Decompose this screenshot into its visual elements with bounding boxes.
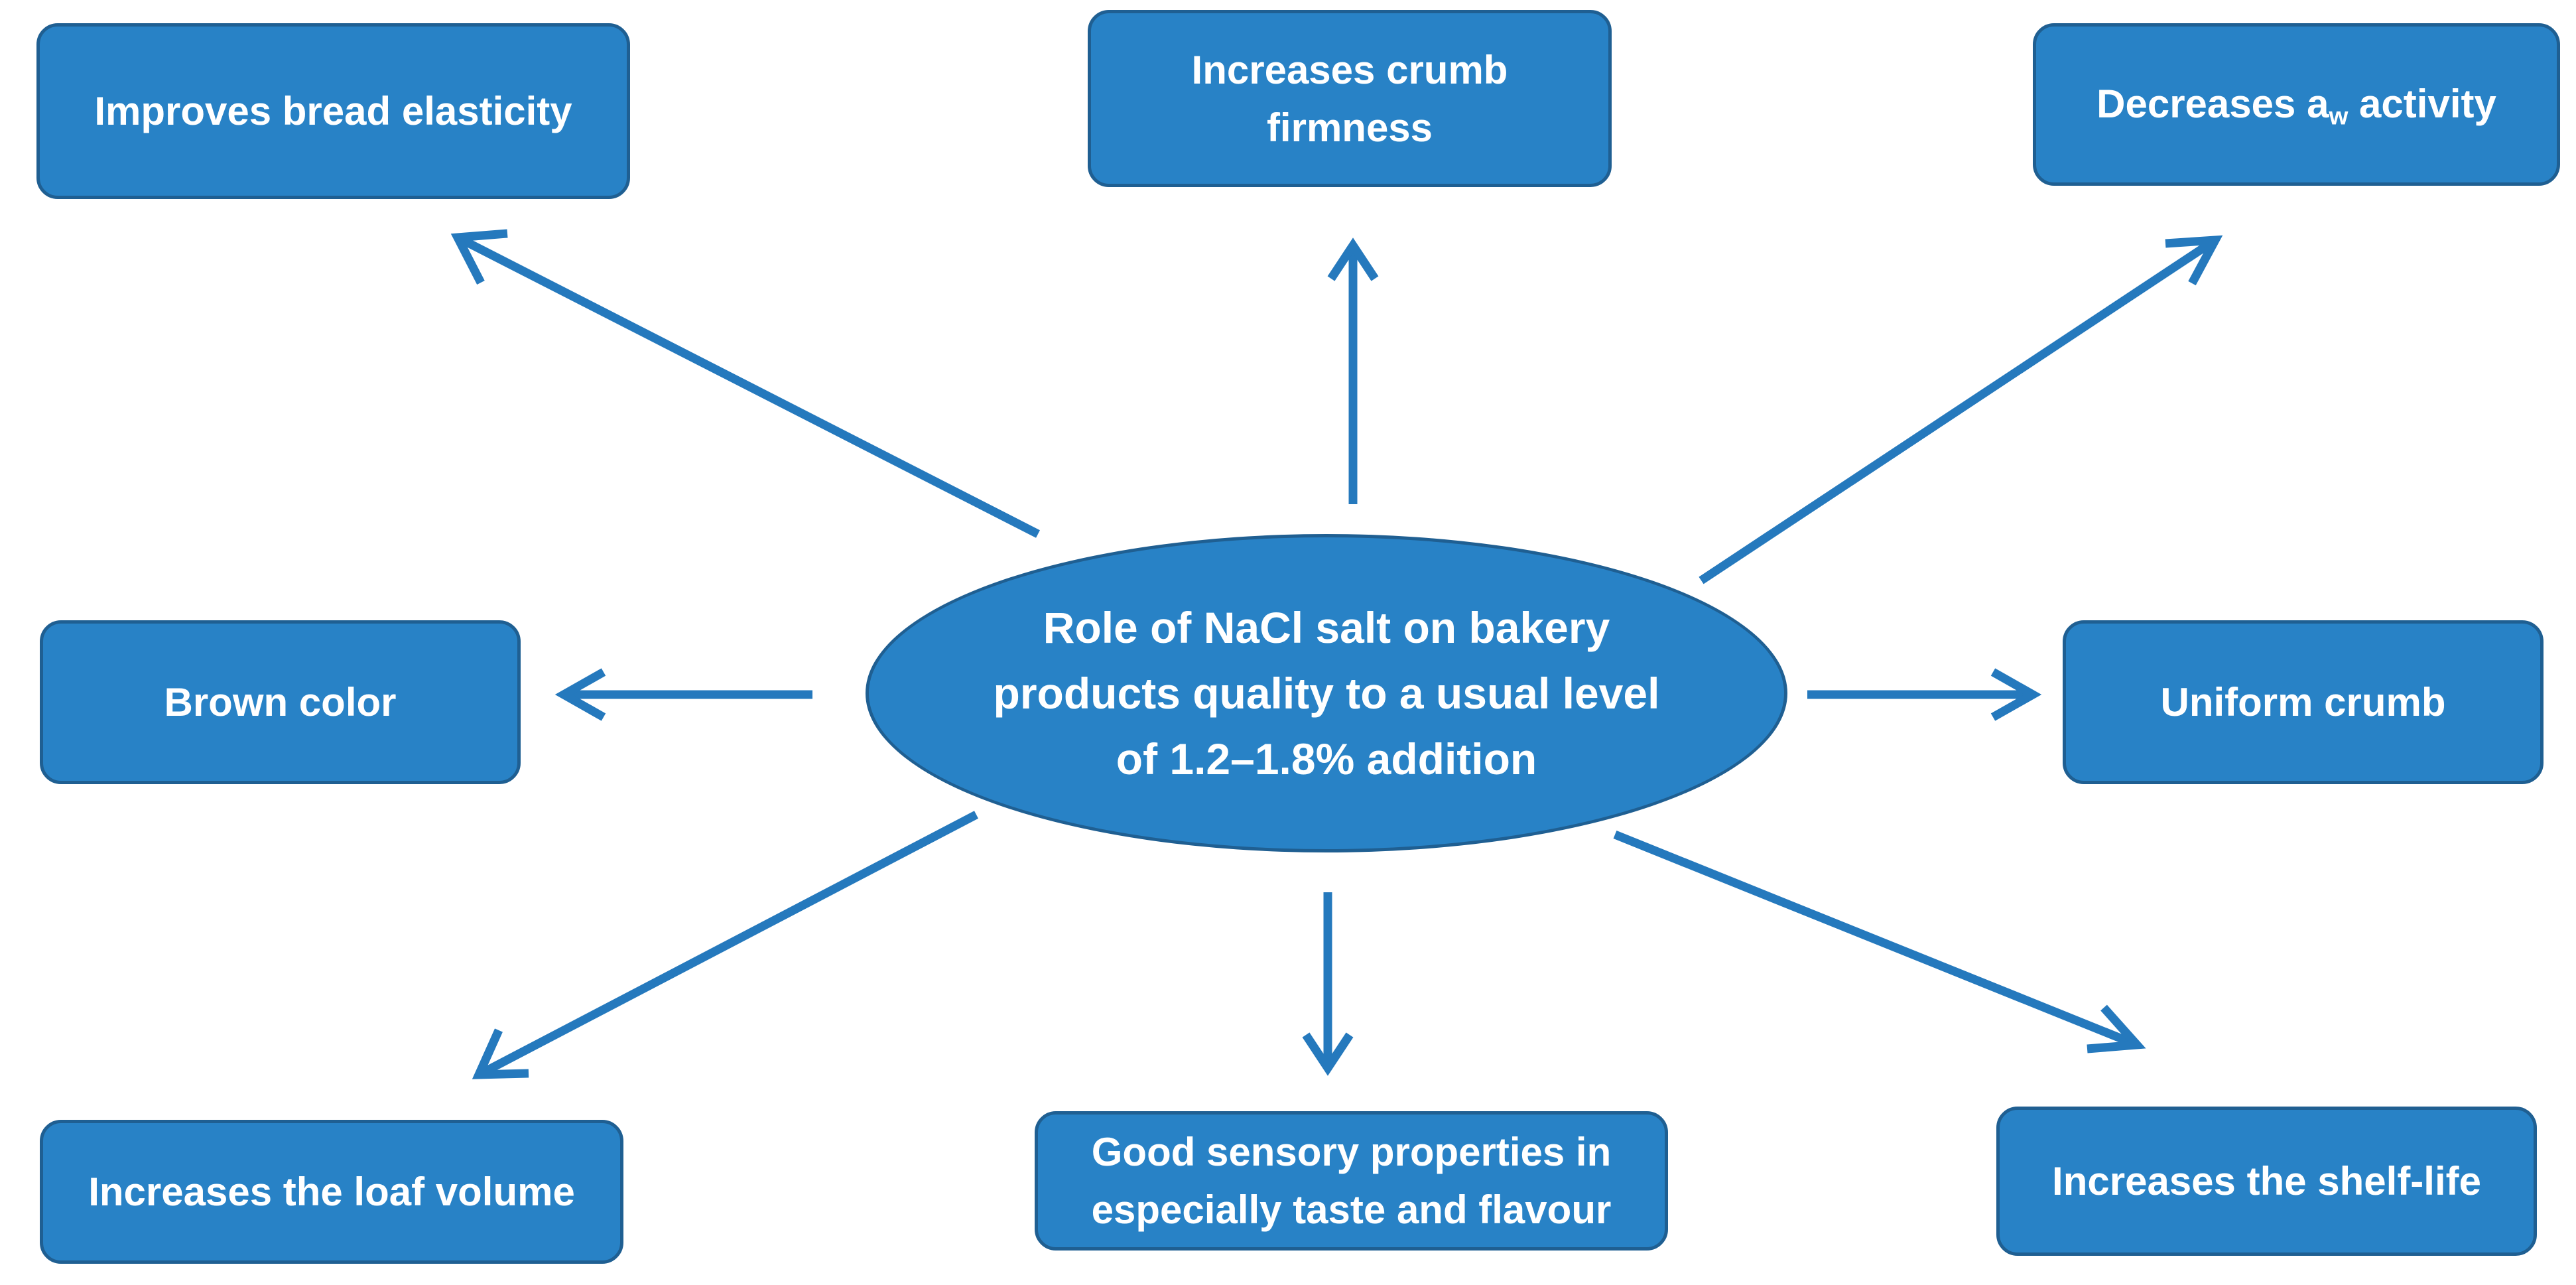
- aw-suffix: activity: [2348, 81, 2496, 126]
- central-topic-text: Role of NaCl salt on bakery products qua…: [993, 602, 1660, 783]
- central-topic-ellipse: Role of NaCl salt on bakery products qua…: [866, 534, 1787, 852]
- arrow-to-brown-color: [554, 668, 812, 721]
- box-loaf-volume: Increases the loaf volume: [40, 1120, 623, 1264]
- arrow-to-firmness: [1327, 237, 1379, 504]
- box-decreases-aw: Decreases aw activity: [2033, 23, 2560, 186]
- box-uniform-crumb-text: Uniform crumb: [2160, 680, 2446, 724]
- arrow-to-uniform-crumb: [1807, 668, 2042, 721]
- box-crumb-firmness: Increases crumb firmness: [1088, 10, 1612, 187]
- box-shelf-life: Increases the shelf-life: [1996, 1107, 2537, 1256]
- arrow-to-aw-activity: [1699, 235, 2223, 584]
- box-crumb-firmness-text: Increases crumb firmness: [1191, 47, 1508, 150]
- box-loaf-volume-text: Increases the loaf volume: [88, 1170, 575, 1214]
- box-improves-elasticity-text: Improves bread elasticity: [94, 89, 572, 133]
- box-shelf-life-text: Increases the shelf-life: [2052, 1159, 2481, 1203]
- box-brown-color: Brown color: [40, 620, 521, 784]
- box-sensory-properties: Good sensory properties in especially ta…: [1035, 1111, 1668, 1251]
- box-uniform-crumb: Uniform crumb: [2063, 620, 2544, 784]
- arrow-to-elasticity: [450, 229, 1040, 538]
- aw-prefix: Decreases a: [2096, 81, 2329, 126]
- box-improves-elasticity: Improves bread elasticity: [36, 23, 630, 199]
- box-brown-color-text: Brown color: [164, 680, 397, 724]
- arrow-to-sensory: [1302, 892, 1354, 1076]
- arrow-to-loaf-volume: [472, 811, 979, 1079]
- arrow-to-shelf-life: [1613, 830, 2146, 1053]
- aw-subscript: w: [2329, 101, 2349, 130]
- box-decreases-aw-text: Decreases aw activity: [2096, 75, 2496, 134]
- box-sensory-properties-text: Good sensory properties in especially ta…: [1091, 1130, 1612, 1232]
